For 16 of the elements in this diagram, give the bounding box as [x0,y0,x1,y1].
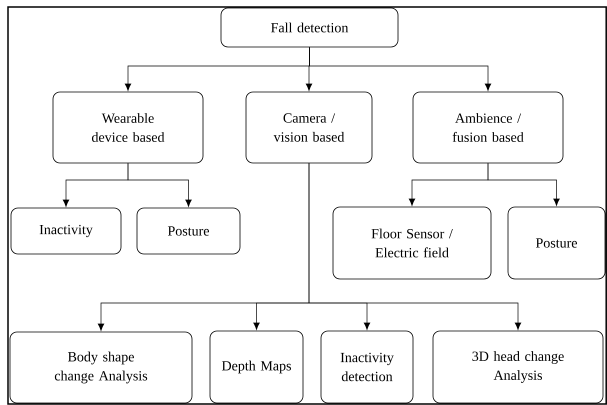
category-box: Ambience / fusion based [412,92,564,164]
category-box: Posture [508,206,606,280]
category-box: Floor Sensor / Electric field [332,206,492,280]
category-box: Wearable device based [52,92,204,164]
arrow [128,163,192,207]
category-box: Body shape change Analysis [10,332,192,404]
category-box: Posture [136,208,240,254]
category-box: Camera / vision based [246,92,372,164]
category-box: 3D head change Analysis [432,330,604,404]
category-box: Inactivity detection [320,330,414,404]
category-box: Inactivity [10,208,122,254]
category-box: Depth Maps [210,330,304,404]
category-box: Fall detection [220,8,398,48]
arrow [309,47,492,91]
arrow [488,163,560,206]
arrow [308,163,522,330]
